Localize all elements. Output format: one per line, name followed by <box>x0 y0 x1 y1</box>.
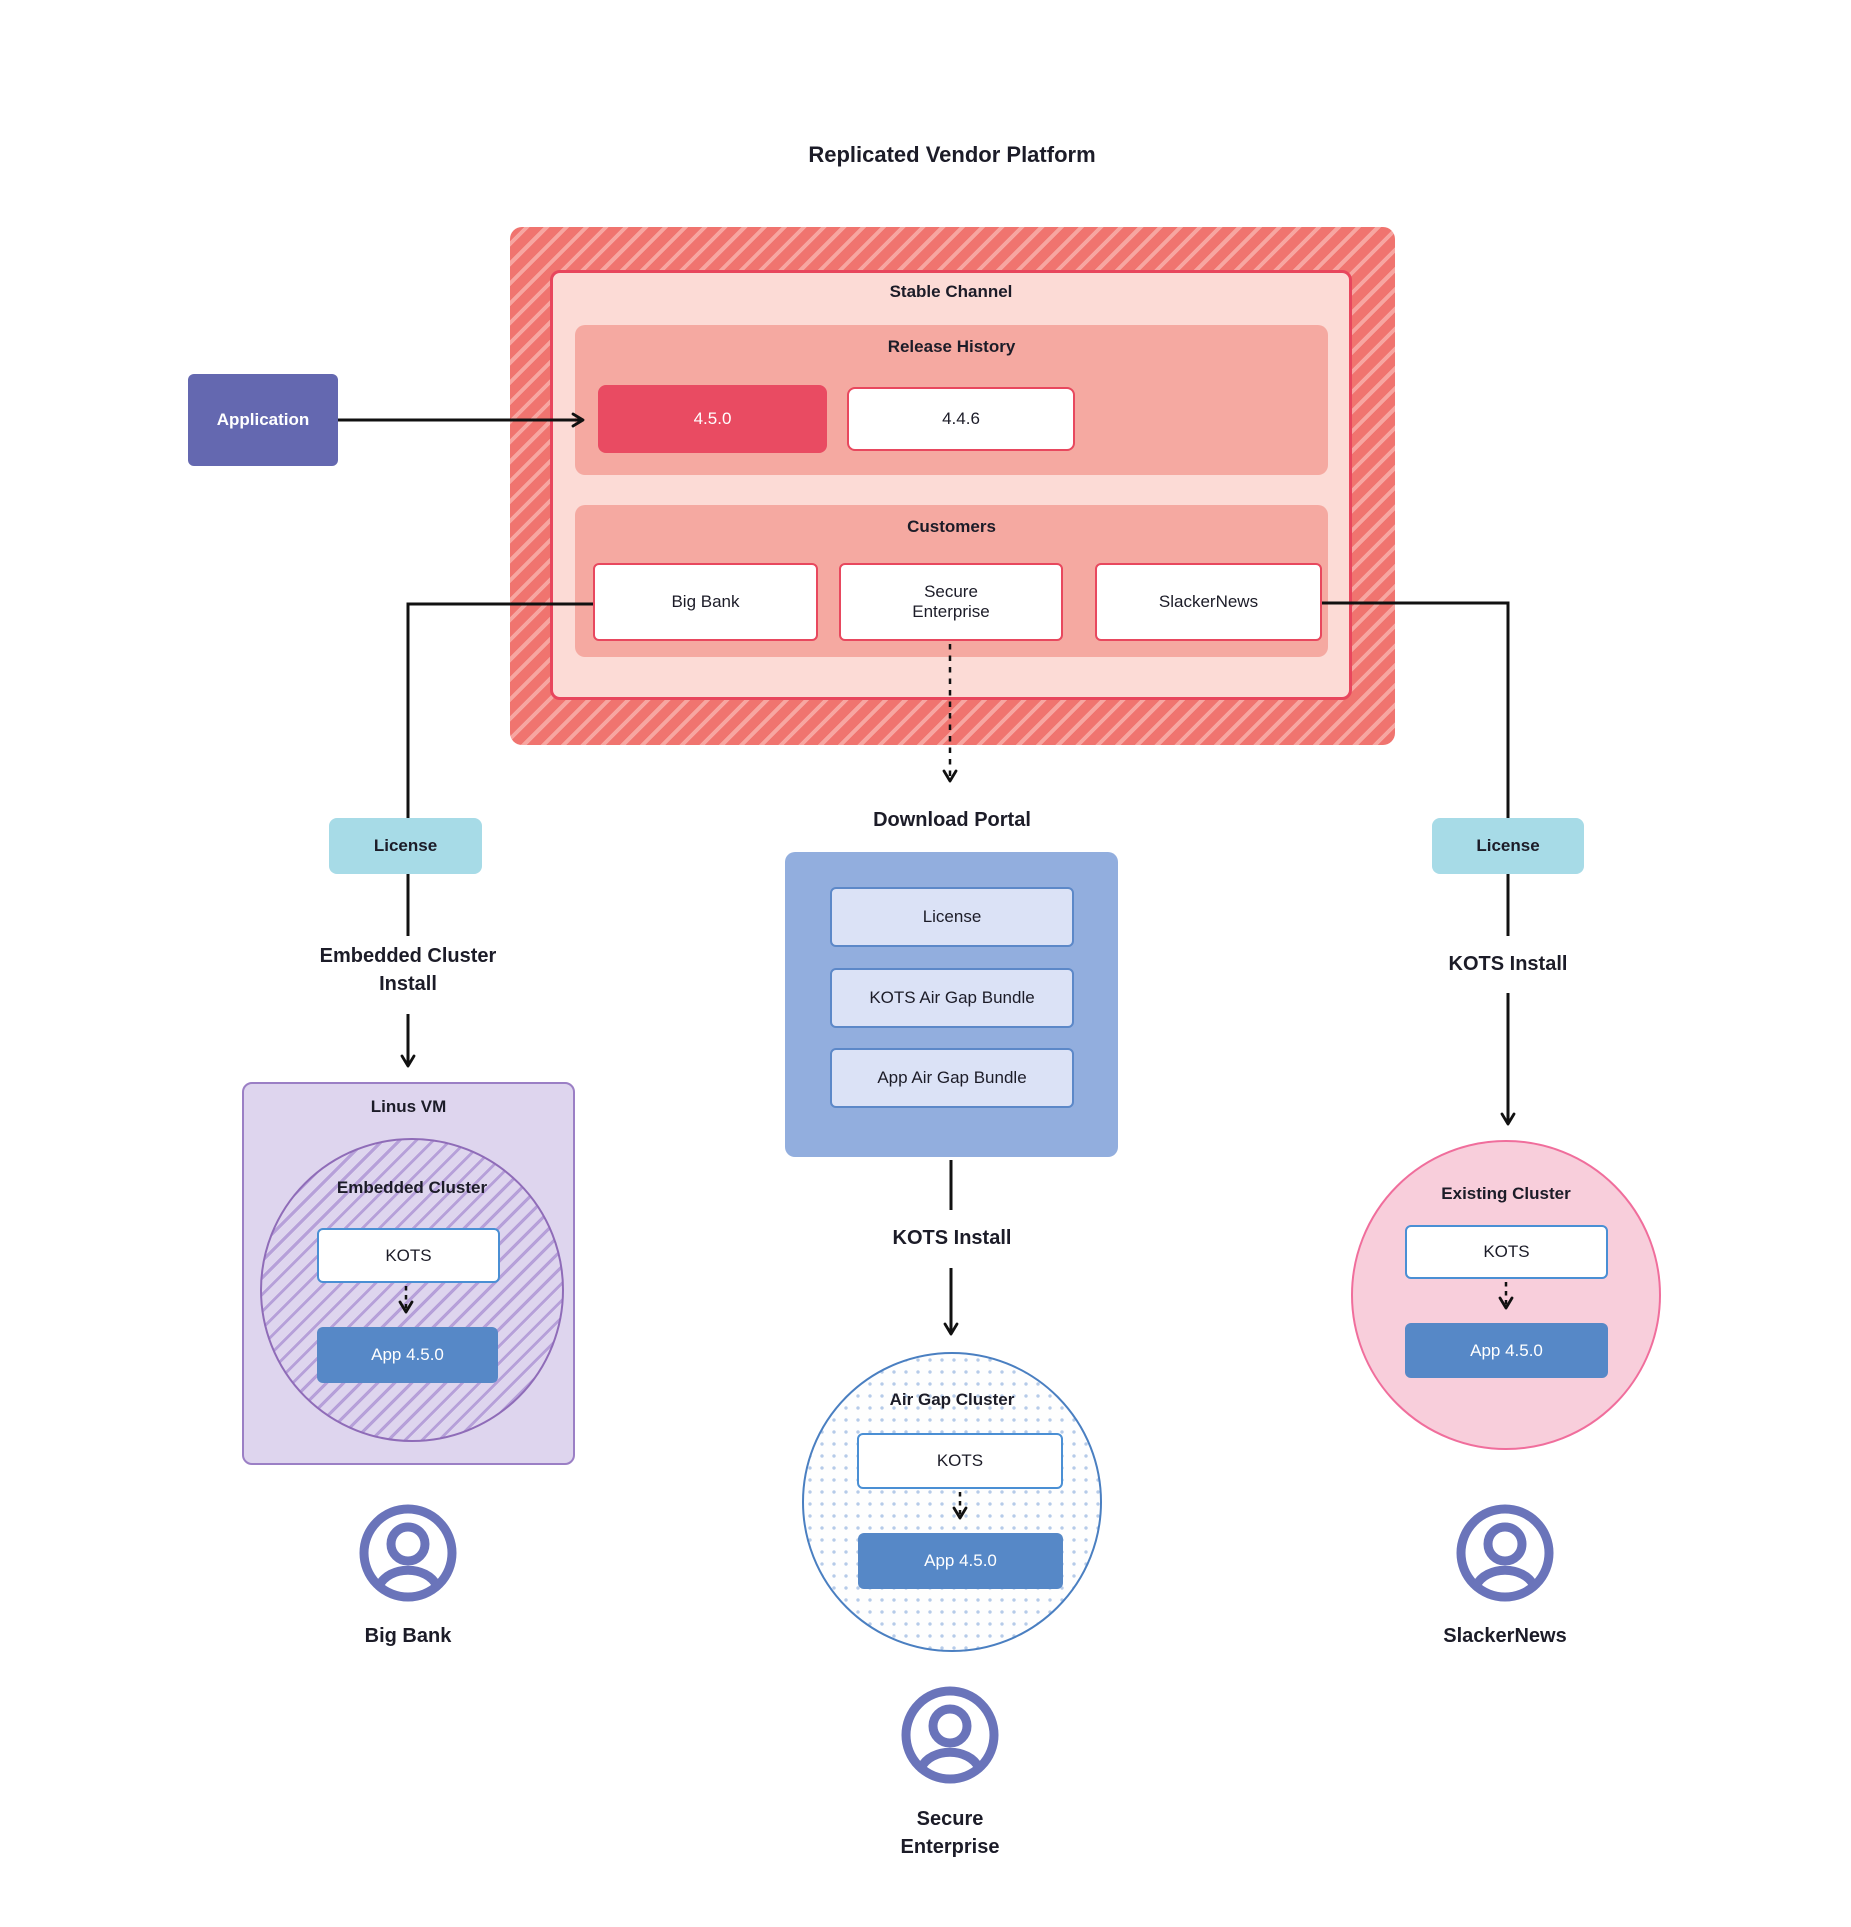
application-box: Application <box>188 374 338 466</box>
license-box-right: License <box>1432 818 1584 874</box>
embedded-cluster-install-label: Embedded Cluster Install <box>319 945 497 995</box>
kots-box-existing: KOTS <box>1405 1225 1608 1279</box>
kots-box-embedded: KOTS <box>317 1228 500 1283</box>
user-icon <box>901 1686 999 1784</box>
customer-secure-enterprise: Secure Enterprise <box>839 563 1063 641</box>
diagram-title: Replicated Vendor Platform <box>808 142 1096 167</box>
portal-item-app-airgap-bundle: App Air Gap Bundle <box>830 1048 1074 1108</box>
user-icon <box>359 1504 457 1602</box>
slackernews-user-label: SlackerNews <box>1443 1625 1567 1647</box>
linus-vm-label: Linus VM <box>370 1097 447 1116</box>
customer-slackernews: SlackerNews <box>1095 563 1322 641</box>
customer-big-bank: Big Bank <box>593 563 818 641</box>
embedded-cluster-label: Embedded Cluster <box>336 1178 488 1197</box>
license-box-left: License <box>329 818 482 874</box>
existing-cluster-label: Existing Cluster <box>1441 1184 1571 1203</box>
portal-item-license: License <box>830 887 1074 947</box>
customers-label: Customers <box>907 517 996 536</box>
customer-secure-enterprise-label: Secure Enterprise <box>912 582 990 621</box>
air-gap-cluster-circle <box>802 1352 1102 1652</box>
app-box-airgap: App 4.5.0 <box>858 1533 1063 1589</box>
app-box-existing: App 4.5.0 <box>1405 1323 1608 1378</box>
app-box-embedded: App 4.5.0 <box>317 1327 498 1383</box>
secure-enterprise-user-label: Secure Enterprise <box>900 1808 1000 1858</box>
air-gap-cluster-label: Air Gap Cluster <box>889 1390 1015 1409</box>
portal-item-kots-airgap-bundle: KOTS Air Gap Bundle <box>830 968 1074 1028</box>
kots-install-label-middle: KOTS Install <box>892 1227 1012 1249</box>
embedded-cluster-circle <box>260 1138 564 1442</box>
user-icon <box>1456 1504 1554 1602</box>
kots-install-label-right: KOTS Install <box>1448 953 1568 975</box>
download-portal-label: Download Portal <box>873 809 1031 831</box>
big-bank-user-label: Big Bank <box>364 1625 452 1647</box>
stable-channel-label: Stable Channel <box>889 282 1013 301</box>
release-previous: 4.4.6 <box>847 387 1075 451</box>
release-history-label: Release History <box>887 337 1016 356</box>
release-current: 4.5.0 <box>598 385 827 453</box>
kots-box-airgap: KOTS <box>857 1433 1063 1489</box>
